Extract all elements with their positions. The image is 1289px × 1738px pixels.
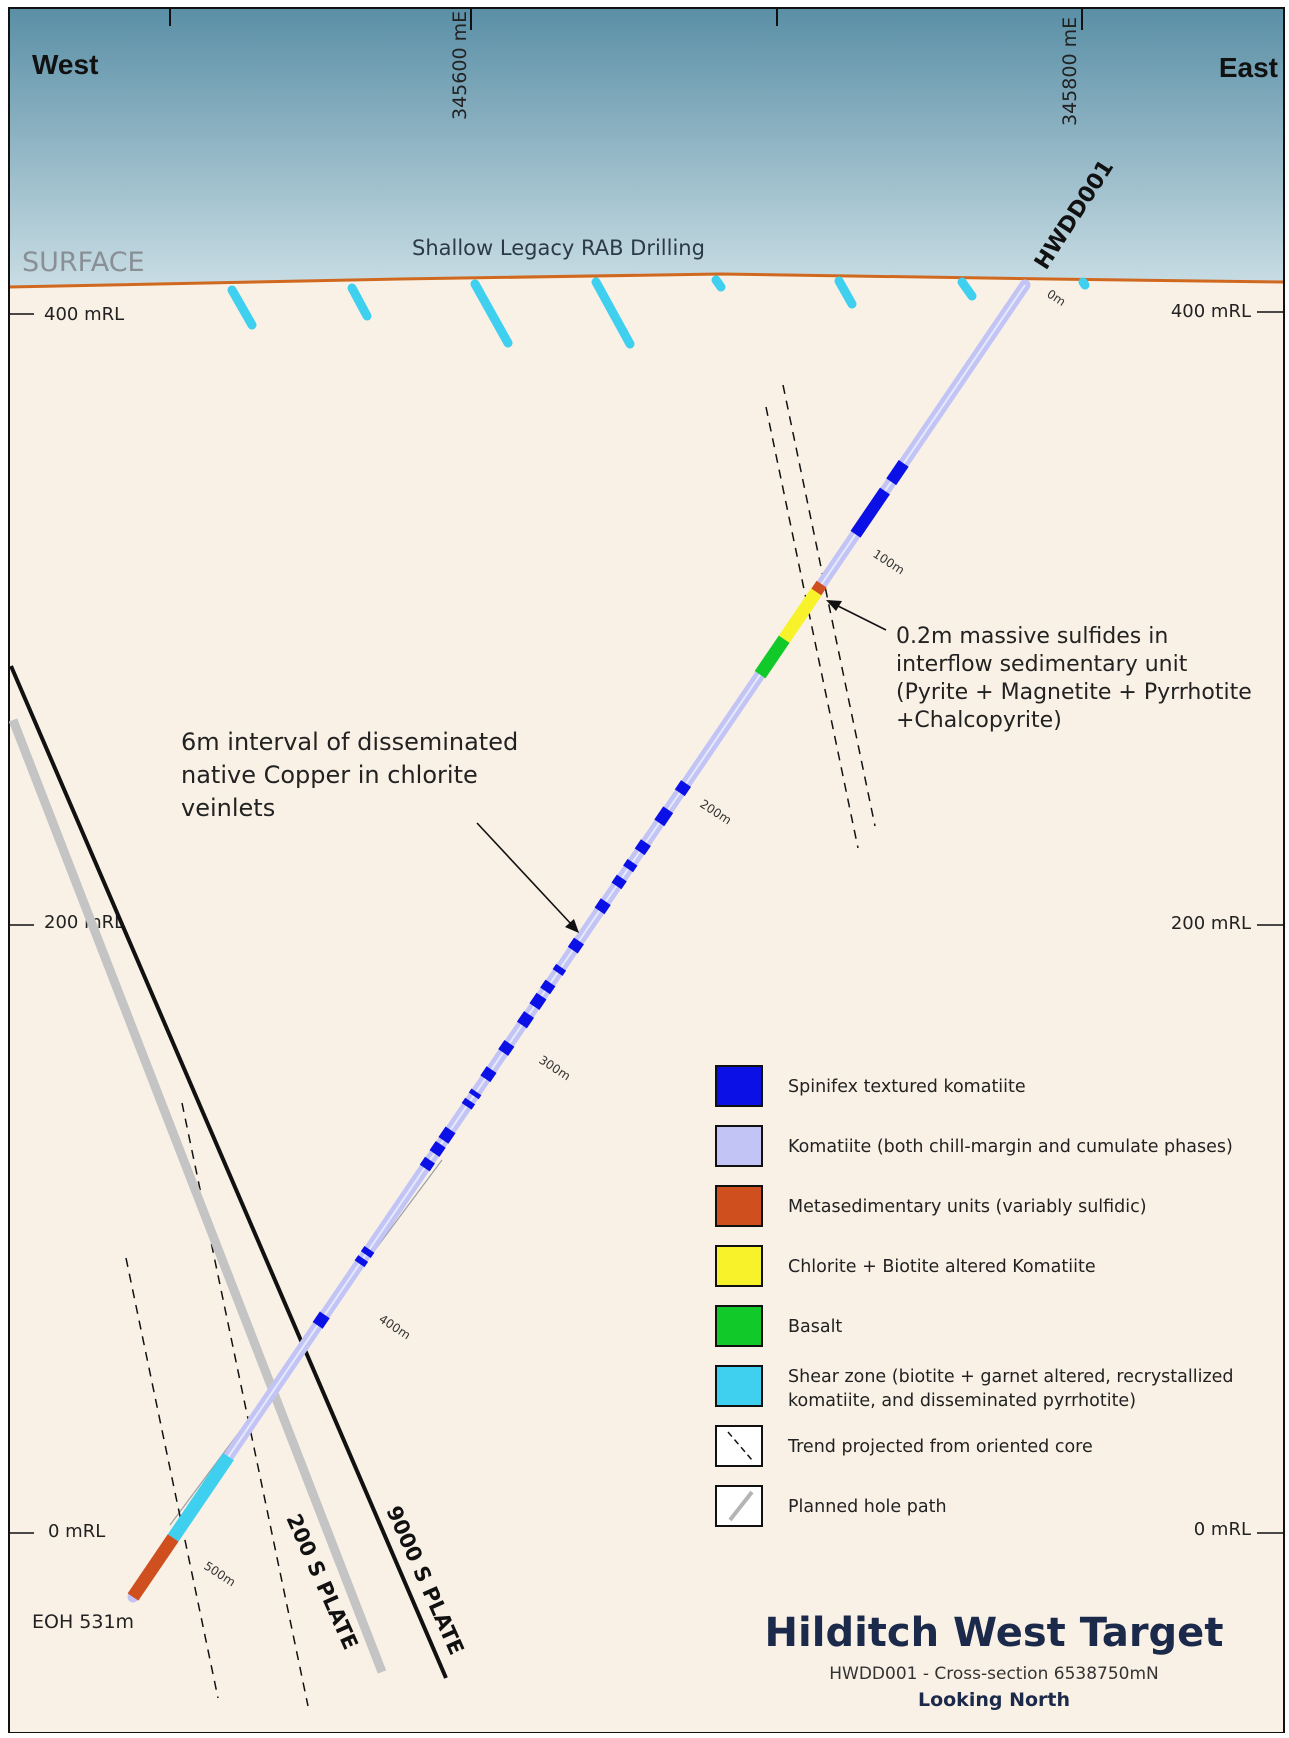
spinifex-interval	[312, 1311, 330, 1329]
legend-planned-symbol	[728, 1490, 754, 1522]
plate-9000s	[9, 665, 448, 1679]
legend-label: Chlorite + Biotite altered Komatiite	[788, 1257, 1096, 1277]
sulfides-note-line-4: +Chalcopyrite)	[896, 708, 1062, 733]
rab-hole	[227, 285, 257, 330]
spinifex-interval	[438, 1126, 456, 1144]
legend-swatch	[715, 1245, 763, 1287]
spinifex-interval	[461, 1097, 476, 1110]
elevation-right-200: 200 mRL	[1171, 913, 1251, 934]
copper-arrow-line	[476, 822, 573, 926]
figure-view-direction: Looking North	[918, 1689, 1070, 1711]
rab-hole	[1078, 277, 1090, 290]
sulfides-arrow-line	[835, 604, 887, 631]
easting-ticks	[169, 8, 1083, 30]
legend-label: Shear zone (biotite + garnet altered, re…	[788, 1367, 1234, 1387]
elevation-left-400: 400 mRL	[44, 304, 124, 325]
elevation-right-0: 0 mRL	[1194, 1519, 1251, 1540]
figure-title: Hilditch West Target	[765, 1610, 1224, 1656]
spinifex-interval	[516, 1011, 535, 1029]
rab-hole	[711, 275, 726, 292]
sky-area	[9, 8, 1284, 287]
legend-label: Komatiite (both chill-margin and cumulat…	[788, 1137, 1233, 1157]
surface-label: SURFACE	[22, 247, 145, 278]
sulfides-note-line-1: 0.2m massive sulfides in	[896, 624, 1168, 649]
legend-swatch	[715, 1065, 763, 1107]
metasedimentary-interval	[811, 580, 827, 596]
legend-swatch	[715, 1305, 763, 1347]
west-label: West	[32, 49, 98, 80]
spinifex-interval	[594, 898, 611, 915]
sulfides-arrow-head	[826, 600, 842, 611]
spinifex-interval	[498, 1039, 515, 1056]
elevation-left-0: 0 mRL	[48, 1521, 105, 1542]
spinifex-interval	[529, 992, 547, 1010]
legend-swatch	[715, 1185, 763, 1227]
rab-hole	[347, 283, 372, 321]
legend-label: Metasedimentary units (variably sulfidic…	[788, 1197, 1147, 1217]
legend-label: Trend projected from oriented core	[787, 1437, 1093, 1457]
spinifex-interval	[480, 1066, 497, 1083]
spinifex-interval	[552, 963, 567, 976]
metasedimentary-interval	[127, 1534, 179, 1601]
eoh-label: EOH 531m	[32, 1611, 134, 1633]
trend-line	[125, 1257, 219, 1699]
spinifex-interval	[634, 839, 651, 856]
trend-line	[765, 406, 859, 849]
plate-200s	[8, 718, 387, 1674]
spinifex-interval	[623, 858, 638, 873]
rab-hole	[591, 277, 635, 349]
legend-swatch	[715, 1425, 763, 1467]
legend-trend-symbol	[727, 1431, 753, 1461]
rab-hole	[470, 279, 513, 348]
sulfides-note-line-3: (Pyrite + Magnetite + Pyrrhotite	[896, 680, 1252, 705]
elevation-ticks	[9, 311, 1284, 1534]
spinifex-interval	[886, 460, 909, 486]
shear-zone-interval	[167, 1452, 234, 1542]
basalt-interval	[754, 635, 790, 679]
copper-note-line-1: 6m interval of disseminated	[181, 728, 518, 756]
spinifex-interval	[354, 1255, 369, 1268]
east-label: East	[1219, 52, 1278, 83]
trend-line	[782, 384, 876, 827]
copper-arrow-head	[565, 919, 579, 933]
ground-area	[9, 8, 1284, 1733]
spinifex-interval	[468, 1088, 482, 1100]
spinifex-interval	[429, 1140, 446, 1157]
legend-label-line-2: komatiite, and disseminated pyrrhotite)	[788, 1391, 1136, 1411]
legend-label: Basalt	[788, 1317, 842, 1337]
spinifex-interval	[611, 874, 627, 890]
drill-hole-segments	[127, 460, 909, 1601]
spinifex-interval	[419, 1156, 435, 1172]
copper-note-line-3: veinlets	[181, 794, 275, 822]
elevation-left-200: 200 mRL	[44, 912, 124, 933]
legend-label: Spinifex textured komatiite	[788, 1077, 1026, 1097]
legend-swatch	[715, 1125, 763, 1167]
sulfides-note-line-2: interflow sedimentary unit	[896, 652, 1188, 677]
figure-subtitle: HWDD001 - Cross-section 6538750mN	[829, 1664, 1159, 1684]
spinifex-interval	[654, 806, 674, 827]
rab-hole	[834, 276, 857, 309]
legend-label: Planned hole path	[788, 1497, 947, 1517]
rab-hole	[957, 277, 977, 301]
easting-label-345800: 345800 mE	[1059, 17, 1081, 126]
chlorite-altered-interval	[778, 588, 822, 643]
spinifex-interval	[674, 780, 692, 797]
rab-drilling-label: Shallow Legacy RAB Drilling	[412, 236, 705, 260]
spinifex-interval	[567, 937, 584, 954]
surface-line	[8, 272, 1285, 289]
copper-note-line-2: native Copper in chlorite	[181, 761, 478, 789]
spinifex-interval	[360, 1245, 375, 1258]
elevation-right-400: 400 mRL	[1171, 301, 1251, 322]
spinifex-interval	[540, 979, 556, 995]
spinifex-interval	[850, 487, 890, 538]
easting-label-345600: 345600 mE	[449, 11, 471, 120]
rab-holes	[227, 275, 1090, 349]
legend-swatch	[715, 1365, 763, 1407]
